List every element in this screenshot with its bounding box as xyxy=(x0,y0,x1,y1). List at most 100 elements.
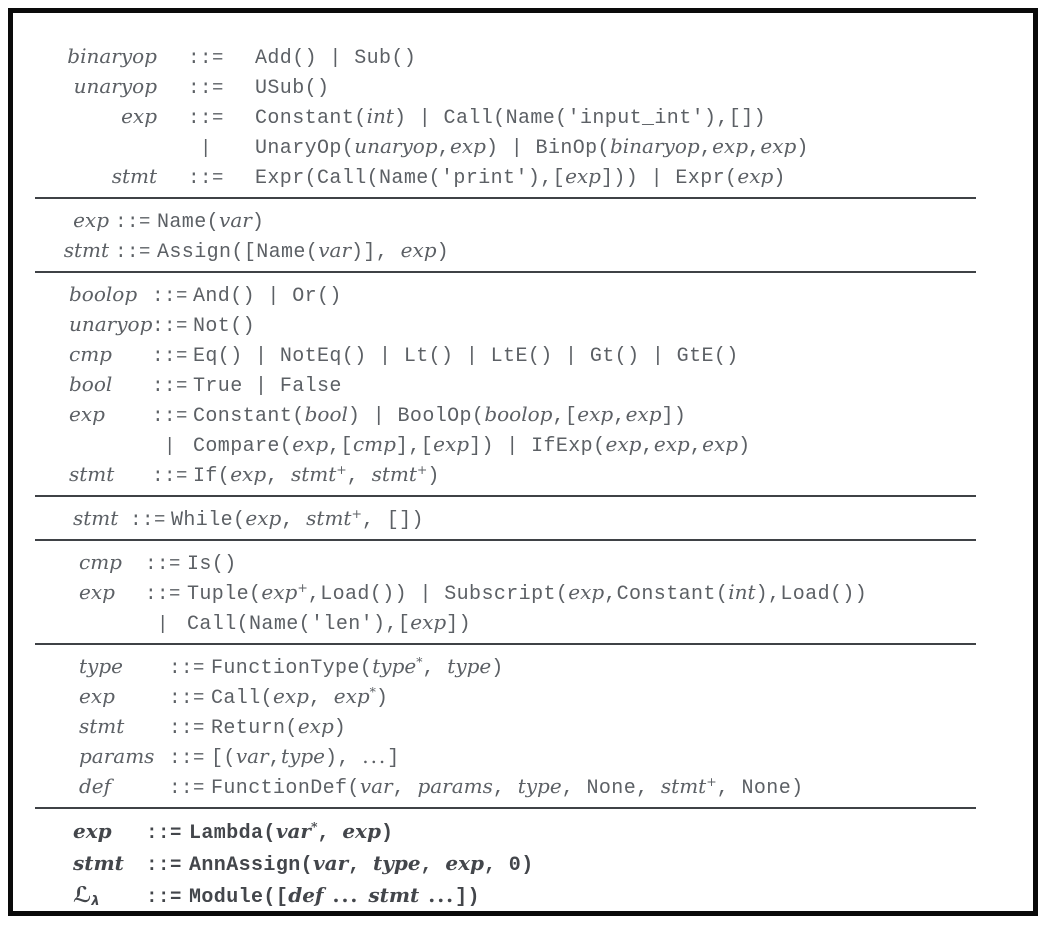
rule-lhs-nonterminal: binaryop xyxy=(35,41,157,71)
nonterminal-ref: exp xyxy=(702,432,739,456)
terminal-text: , xyxy=(348,854,373,877)
nonterminal-ref: params xyxy=(79,744,155,768)
nonterminal-ref: exp xyxy=(230,462,267,486)
rule-rhs: UnaryOp(unaryop,exp) | BinOp(binaryop,ex… xyxy=(255,131,976,164)
nonterminal-ref: unaryop xyxy=(73,74,157,98)
repetition-superscript: + xyxy=(706,774,717,789)
rule-lhs-nonterminal: unaryop xyxy=(35,71,157,101)
terminal-text: ),Load()) xyxy=(755,583,868,606)
language-name-script-L: ℒ xyxy=(73,883,92,908)
nonterminal-ref: stmt xyxy=(63,238,109,262)
nonterminal-ref: exp xyxy=(73,819,112,843)
rule-lhs-nonterminal: exp xyxy=(35,205,109,235)
rule-rhs: Constant(int) | Call(Name('input_int'),[… xyxy=(255,101,976,134)
grammar-sections: binaryop::=Add() | Sub()unaryop::=USub()… xyxy=(35,40,976,912)
nonterminal-ref: stmt xyxy=(306,506,352,530)
nonterminal-ref: exp xyxy=(273,684,309,708)
nonterminal-ref: exp xyxy=(653,432,690,456)
bnf-defines-operator: ::= xyxy=(145,583,181,605)
rule-rhs: FunctionType(type*, type) xyxy=(211,651,976,684)
nonterminal-ref: exp xyxy=(450,134,486,158)
terminal-text: Constant( xyxy=(193,405,305,428)
rule-rhs: Eq() | NotEq() | Lt() | LtE() | Gt() | G… xyxy=(193,342,976,372)
terminal-text: ) xyxy=(380,822,394,845)
terminal-text: USub() xyxy=(255,77,330,100)
terminal-text: ,Constant( xyxy=(604,583,729,606)
nonterminal-ref: exp xyxy=(410,610,447,634)
nonterminal-ref: unaryop xyxy=(354,134,438,158)
rule-rhs: Module([def ... stmt ...]) xyxy=(189,879,976,914)
nonterminal-ref: bool xyxy=(304,402,348,426)
bnf-defines-operator: ::= xyxy=(115,241,151,263)
terminal-text: And() | Or() xyxy=(193,285,342,308)
rule-lhs-nonterminal: exp xyxy=(69,399,147,429)
grammar-rule: stmt::=If(exp, stmt+, stmt+) xyxy=(69,459,976,489)
nonterminal-ref: binaryop xyxy=(609,134,700,158)
nonterminal-ref: exp xyxy=(625,402,662,426)
alternative-bar: | xyxy=(157,613,169,635)
nonterminal-ref: stmt xyxy=(660,774,707,798)
nonterminal-ref: exp xyxy=(79,684,115,708)
terminal-text: , xyxy=(420,854,446,877)
terminal-text: ])) | Expr( xyxy=(600,167,738,190)
terminal-text: , xyxy=(641,435,654,458)
ellipsis: ... xyxy=(419,883,456,907)
rule-lhs-nonterminal: params xyxy=(79,741,163,771)
terminal-text: ]) xyxy=(455,886,480,909)
repetition-superscript: * xyxy=(310,819,318,834)
section-divider xyxy=(35,807,976,809)
nonterminal-ref: exp xyxy=(577,402,614,426)
rule-rhs: True | False xyxy=(193,372,976,402)
bnf-defines-operator: ::= xyxy=(152,285,188,307)
grammar-rule: exp::=Constant(bool) | BoolOp(boolop,[ex… xyxy=(69,399,976,429)
rule-rhs: If(exp, stmt+, stmt+) xyxy=(193,459,976,492)
nonterminal-ref: exp xyxy=(712,134,749,158)
terminal-text: ) | BoolOp( xyxy=(347,405,485,428)
terminal-text: , xyxy=(422,657,448,680)
nonterminal-ref: var xyxy=(359,774,393,798)
nonterminal-ref: unaryop xyxy=(69,312,153,336)
nonterminal-ref: def xyxy=(288,883,324,907)
bnf-defines-operator: ::= xyxy=(152,315,188,337)
rule-rhs: [(var,type), ...] xyxy=(211,741,976,774)
alternative-bar: | xyxy=(164,435,176,457)
nonterminal-ref: exp xyxy=(245,506,282,530)
terminal-text: , xyxy=(699,137,713,160)
nonterminal-ref: type xyxy=(79,654,123,678)
rule-lhs-nonterminal: unaryop xyxy=(69,309,152,339)
bnf-defines-operator: ::= xyxy=(169,747,205,769)
rule-rhs: Expr(Call(Name('print'),[exp])) | Expr(e… xyxy=(255,161,976,194)
nonterminal-ref: stmt xyxy=(290,462,337,486)
terminal-text: ,Load()) | Subscript( xyxy=(307,583,569,606)
grammar-section: exp::=Lambda(var*, exp)stmt::=AnnAssign(… xyxy=(35,814,976,912)
grammar-rule: stmt::=AnnAssign(var, type, exp, 0) xyxy=(73,847,976,879)
figure-border xyxy=(8,8,1038,916)
bnf-defines-operator: ::= xyxy=(146,854,182,876)
terminal-text: Constant( xyxy=(255,107,367,130)
rule-rhs: Tuple(exp+,Load()) | Subscript(exp,Const… xyxy=(187,577,976,610)
terminal-text: Call(Name('len'),[ xyxy=(187,613,411,636)
rule-rhs: Call(Name('len'),[exp]) xyxy=(187,607,976,640)
terminal-text: Expr(Call(Name('print'),[ xyxy=(255,167,566,190)
section-divider xyxy=(35,197,976,199)
terminal-text: ],[ xyxy=(395,435,434,458)
bnf-defines-operator: ::= xyxy=(188,47,224,69)
repetition-superscript: * xyxy=(369,684,376,699)
terminal-text: ) xyxy=(333,717,347,740)
terminal-text: Is() xyxy=(187,553,237,576)
terminal-text: Add() | Sub() xyxy=(255,47,417,70)
bnf-defines-operator: ::= xyxy=(188,77,224,99)
terminal-text: Module([ xyxy=(189,886,289,909)
bnf-defines-operator: ::= xyxy=(152,465,188,487)
rule-lhs-nonterminal: exp xyxy=(73,815,139,847)
alternative-bar: | xyxy=(200,137,212,159)
terminal-text: , xyxy=(346,465,372,488)
rule-lhs-nonterminal: type xyxy=(79,651,163,681)
section-divider xyxy=(35,539,976,541)
nonterminal-ref: var xyxy=(313,851,349,875)
nonterminal-ref: exp xyxy=(69,402,105,426)
terminal-text: Eq() | NotEq() | Lt() | LtE() | Gt() | G… xyxy=(193,345,739,368)
grammar-rule: stmt::=Assign([Name(var)], exp) xyxy=(35,235,976,265)
nonterminal-ref: int xyxy=(728,580,756,604)
terminal-text: , xyxy=(492,777,518,800)
